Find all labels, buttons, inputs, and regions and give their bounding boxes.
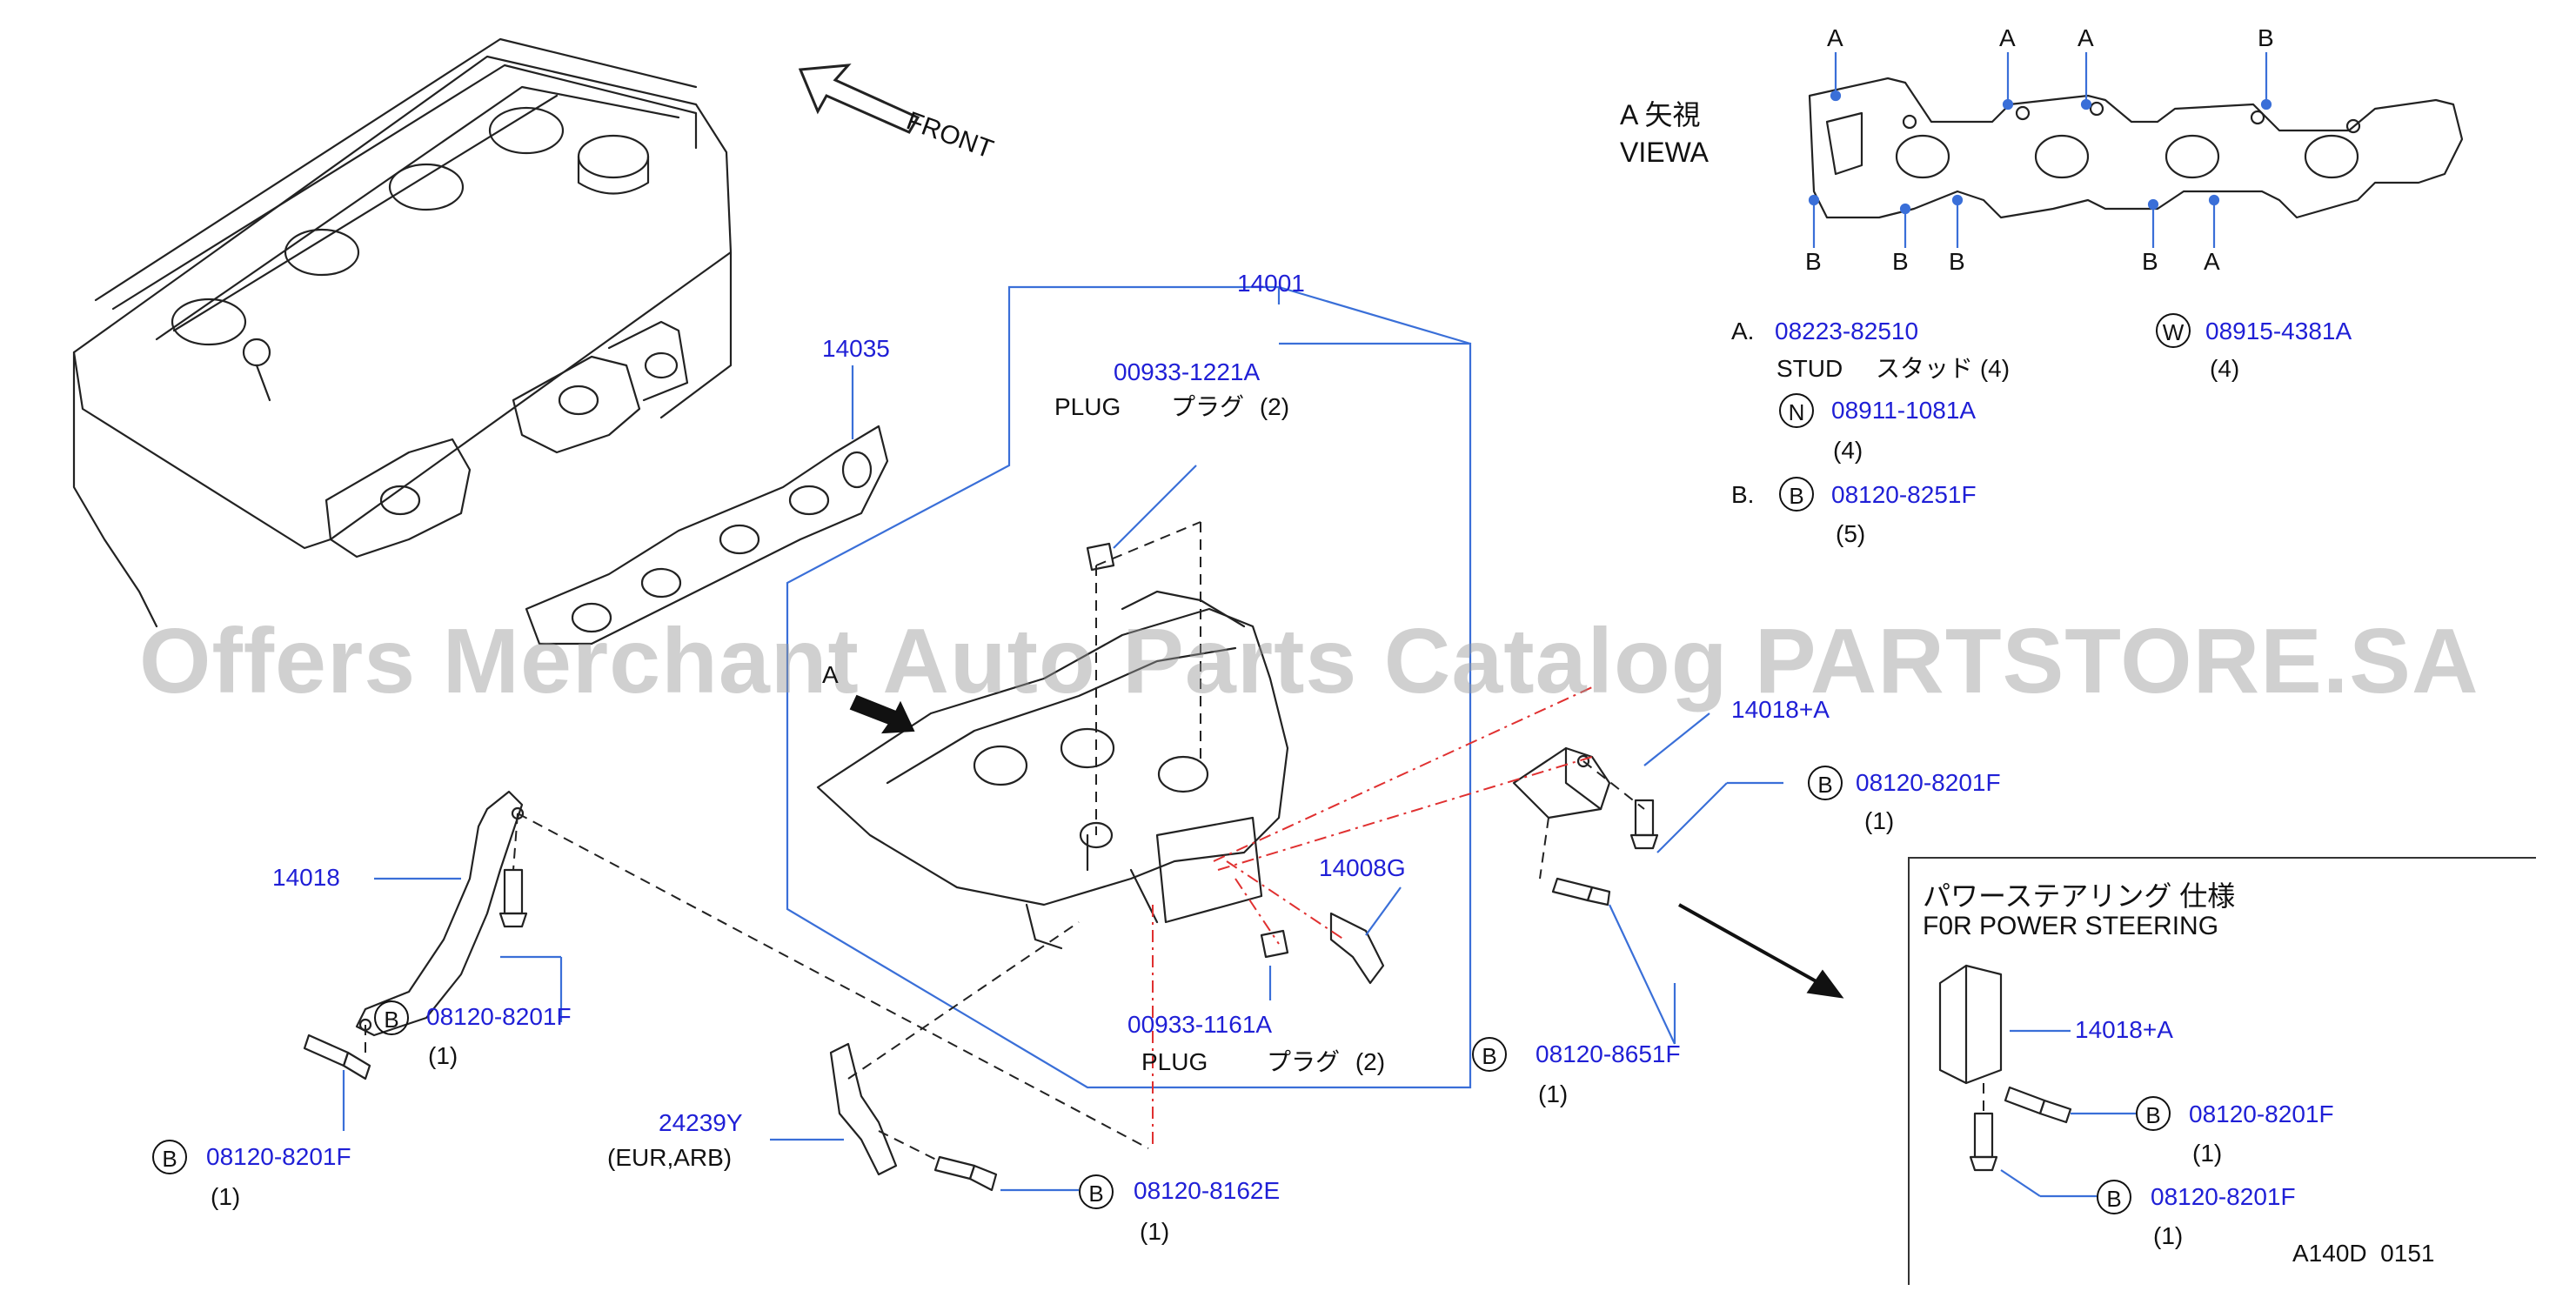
plug-top-qty: (2) <box>1259 393 1290 420</box>
front-arrow <box>798 64 920 134</box>
part-14018A-main[interactable]: 14018+A <box>1731 696 1830 723</box>
part-14001[interactable]: 14001 <box>1237 270 1305 297</box>
arrow-a-label: A <box>822 661 839 688</box>
legend-a-desc-en: STUD <box>1776 355 1843 382</box>
part-08120-8201F-r[interactable]: 08120-8201F <box>1856 769 2001 796</box>
ps-title-jp: パワーステアリング 仕様 <box>1923 880 2236 912</box>
legend-n-part[interactable]: 08911-1081A <box>1831 397 1977 424</box>
circle-n-icon: N <box>1779 393 1814 428</box>
legend-w-qty: (4) <box>2210 355 2240 382</box>
alignment-dashes <box>365 521 1984 1162</box>
bracket-24239Y-drawing <box>829 1042 898 1176</box>
bolt-drawings <box>303 799 1659 1192</box>
view-a-gasket-drawing <box>1808 77 2464 219</box>
ps-part-14018A[interactable]: 14018+A <box>2075 1016 2173 1043</box>
plug-top-en: PLUG <box>1054 393 1121 420</box>
red-alignment-dashes <box>1152 686 1593 1148</box>
circle-b-icon: B <box>152 1140 187 1174</box>
ps-title-en: F0R POWER STEERING <box>1923 912 2219 940</box>
plug-top-jp: プラグ <box>1171 393 1245 420</box>
view-a-letter: B <box>2258 24 2274 51</box>
legend-a-prefix: A. <box>1731 318 1755 344</box>
view-a-letter: B <box>2142 248 2158 275</box>
plug-bot-label: PLUG プラグ (2) <box>1141 1048 1385 1076</box>
view-a-letter: B <box>1949 248 1965 275</box>
diagram-code: A140D 0151 <box>2292 1240 2435 1267</box>
part-08120-8651F[interactable]: 08120-8651F <box>1536 1040 1681 1067</box>
view-a-markers <box>1808 52 2272 248</box>
callout-lines <box>342 287 2136 1198</box>
eur-arb-label: (EUR,ARB) <box>607 1144 733 1171</box>
qty-8162: (1) <box>1140 1218 1170 1245</box>
plug-bot-jp: プラグ <box>1267 1048 1341 1075</box>
legend-a-desc: STUD スタッド (4) <box>1776 355 2010 383</box>
qty-8651: (1) <box>1538 1080 1569 1107</box>
legend-a-desc-jp: スタッド <box>1876 355 1974 382</box>
ps-qty-1: (1) <box>2192 1140 2223 1167</box>
ps-panel <box>1908 857 2536 1285</box>
legend-n-qty: (4) <box>1833 437 1863 464</box>
plug-drawings <box>1086 542 1385 985</box>
view-a-title-jp: A 矢視 <box>1620 99 1701 130</box>
legend-a-part[interactable]: 08223-82510 <box>1775 318 1919 344</box>
part-00933-1221A[interactable]: 00933-1221A <box>1114 358 1261 385</box>
legend-b-qty: (5) <box>1836 520 1866 547</box>
ps-part-2[interactable]: 08120-8201F <box>2151 1183 2296 1210</box>
view-a-letter: B <box>1892 248 1909 275</box>
part-08120-8201F-l2[interactable]: 08120-8201F <box>206 1143 351 1170</box>
qty-l1: (1) <box>428 1042 458 1069</box>
part-08120-8201F-l1[interactable]: 08120-8201F <box>426 1003 572 1030</box>
circle-b-icon: B <box>1079 1174 1114 1209</box>
bracket-14018-drawing <box>355 790 525 1037</box>
part-14018[interactable]: 14018 <box>272 864 340 891</box>
plug-bot-en: PLUG <box>1141 1048 1208 1075</box>
part-08120-8162E[interactable]: 08120-8162E <box>1134 1177 1281 1204</box>
engine-head-drawing <box>72 37 733 628</box>
watermark: Offers Merchant Auto Parts Catalog PARTS… <box>139 610 2479 712</box>
part-14035[interactable]: 14035 <box>822 335 890 362</box>
bracket-14018A-drawing <box>1512 746 1611 819</box>
part-24239Y[interactable]: 24239Y <box>659 1109 743 1136</box>
circle-b-icon: B <box>1779 477 1814 512</box>
circle-b-icon: B <box>2136 1096 2171 1131</box>
circle-b-icon: B <box>2097 1180 2131 1214</box>
view-a-letter: A <box>1999 24 2016 51</box>
part-14008G[interactable]: 14008G <box>1319 854 1406 881</box>
view-a-arrow <box>849 694 915 734</box>
view-a-letter: B <box>1805 248 1822 275</box>
view-a-title-en: VIEWA <box>1620 137 1709 168</box>
part-00933-1161A[interactable]: 00933-1161A <box>1127 1011 1273 1038</box>
ps-qty-2: (1) <box>2153 1222 2184 1249</box>
view-a-letter: A <box>2204 248 2220 275</box>
circle-w-icon: W <box>2156 313 2191 348</box>
plug-bot-qty: (2) <box>1355 1048 1386 1075</box>
circle-b-icon: B <box>1808 766 1843 800</box>
plug-top-label: PLUG プラグ (2) <box>1054 393 1289 421</box>
intake-gasket-drawing <box>525 425 889 646</box>
qty-l2: (1) <box>211 1183 241 1210</box>
circle-b-icon: B <box>1472 1037 1507 1072</box>
view-a-letter: A <box>2078 24 2094 51</box>
legend-b-prefix: B. <box>1731 481 1755 508</box>
circle-b-icon: B <box>374 1000 409 1035</box>
qty-r: (1) <box>1864 807 1895 834</box>
head-ports-drawing <box>325 320 689 559</box>
legend-a-qty: (4) <box>1979 355 2011 382</box>
legend-b-part[interactable]: 08120-8251F <box>1831 481 1977 508</box>
legend-w-part[interactable]: 08915-4381A <box>2205 318 2352 344</box>
ps-bracket-drawing <box>1938 964 2072 1172</box>
ps-arrow <box>1678 903 1844 999</box>
ps-part-1[interactable]: 08120-8201F <box>2189 1100 2334 1127</box>
view-a-letter: A <box>1827 24 1843 51</box>
intake-manifold-drawing <box>816 590 1289 950</box>
kit-14001-outline <box>786 285 1472 1089</box>
